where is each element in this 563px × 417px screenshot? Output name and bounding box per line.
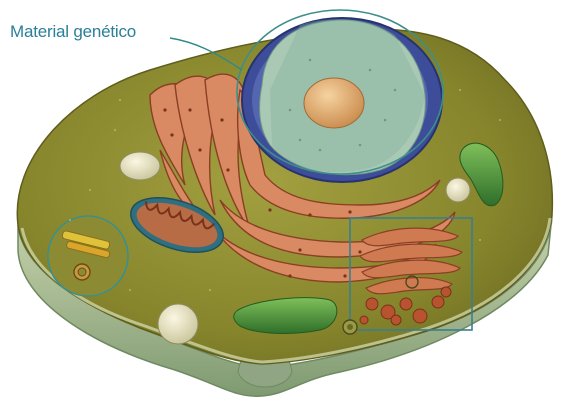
vesicle-right [446,178,470,202]
nucleus [242,18,442,182]
centriole-highlight-ring [48,216,128,296]
vesicle-bottom [158,304,198,344]
nucleolus [304,78,364,128]
centrioles [48,216,128,296]
vesicle-left [120,152,160,180]
